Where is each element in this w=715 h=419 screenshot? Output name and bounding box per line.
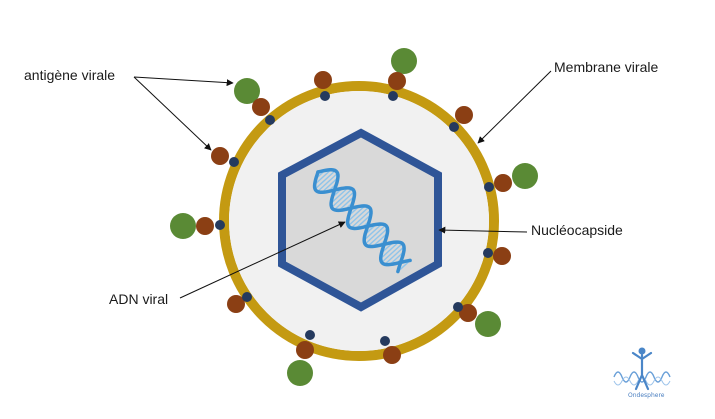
dna-rung <box>321 177 339 193</box>
dna-label: ADN viral <box>109 291 169 307</box>
antigen-brown-5 <box>494 174 512 192</box>
dna-rung <box>333 191 355 211</box>
antigen-green-11 <box>170 213 196 239</box>
dna-rung <box>330 187 349 204</box>
dna-rung <box>347 205 366 223</box>
antigen-anchor-10 <box>242 292 252 302</box>
nucleocapsid-label: Nucléocapside <box>531 222 623 238</box>
antigen-anchor-6 <box>483 248 493 258</box>
dna-rung <box>372 232 388 247</box>
dna-arrow <box>179 221 346 299</box>
dna-rung <box>367 227 388 247</box>
dna-strand-1 <box>312 170 412 267</box>
antigen-anchor-5 <box>484 182 494 192</box>
antigen-brown-4 <box>455 106 473 124</box>
antigen-anchor-8 <box>380 336 390 346</box>
antigen-arrow-2 <box>133 76 212 151</box>
dna-strand-2 <box>316 168 406 274</box>
antigen-anchor-4 <box>449 122 459 132</box>
dna-rung <box>347 206 370 227</box>
antigen-anchor-1 <box>265 115 275 125</box>
dna-rung <box>338 195 355 211</box>
dna-rung <box>363 223 383 241</box>
antigen-brown-6 <box>493 247 511 265</box>
nucleocapsid-arrow <box>438 226 528 234</box>
viral-membrane <box>219 81 499 361</box>
dna-rung <box>380 241 400 260</box>
antigen-brown-12 <box>211 147 229 165</box>
membrane-arrow <box>477 70 552 144</box>
antigen-brown-8 <box>383 346 401 364</box>
antigen-green-1 <box>234 78 260 104</box>
antigen-brown-7 <box>459 304 477 322</box>
antigen-label: antigène virale <box>24 67 116 83</box>
antigen-green-5 <box>512 163 538 189</box>
antigen-brown-10 <box>227 295 245 313</box>
dna-rung <box>317 172 339 193</box>
antigen-anchor-12 <box>229 157 239 167</box>
antigen-brown-11 <box>196 217 214 235</box>
membrane-label: Membrane virale <box>554 59 659 75</box>
dna-helix-icon <box>312 168 412 274</box>
dna-rung <box>364 224 387 245</box>
dna-rung <box>331 188 353 208</box>
antigen-anchor-9 <box>305 330 315 340</box>
antigen-brown-2 <box>314 71 332 89</box>
antigen-brown-3 <box>388 72 406 90</box>
antigen-green-7 <box>475 311 501 337</box>
antigen-anchor-7 <box>453 302 463 312</box>
antigen-anchor-3 <box>388 91 398 101</box>
dna-rung <box>384 246 405 265</box>
antigen-brown-1 <box>252 98 270 116</box>
antigen-arrow-1 <box>133 76 234 87</box>
antigen-group <box>170 48 538 386</box>
antigen-green-3 <box>391 48 417 74</box>
logo-text: Ondesphere <box>628 392 665 399</box>
dna-rung <box>389 251 405 266</box>
ondesphere-logo-icon <box>613 347 671 391</box>
antigen-anchor-11 <box>215 220 225 230</box>
antigen-brown-9 <box>296 341 314 359</box>
antigen-anchor-2 <box>320 91 330 101</box>
dna-rung <box>314 169 332 186</box>
antigen-green-9 <box>287 360 313 386</box>
dna-rung <box>381 243 403 263</box>
dna-rung <box>314 170 336 190</box>
dna-rung <box>350 209 372 229</box>
dna-rung <box>355 214 372 229</box>
